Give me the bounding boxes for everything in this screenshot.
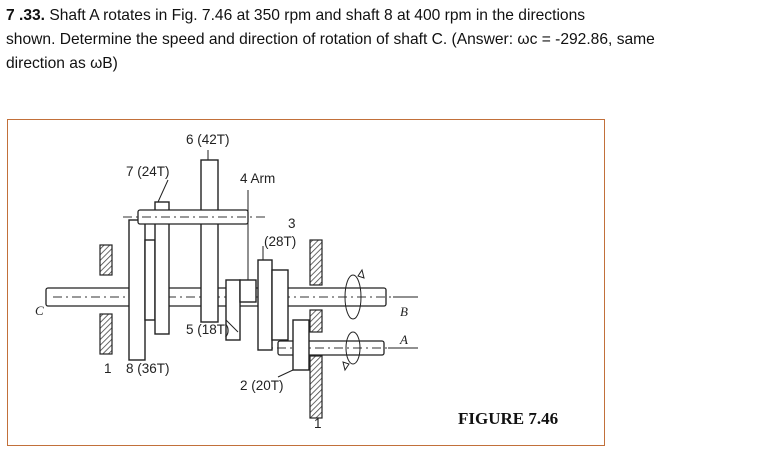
frame-bearing-right-bottom [309,355,323,419]
problem-line-1: 7 .33. Shaft A rotates in Fig. 7.46 at 3… [6,4,771,28]
gear-train-diagram: 6 (42T) 7 (24T) 4 Arm 3 (28T) 5 (18T) 8 … [35,132,558,431]
frame-bearing-right-top [309,239,323,286]
leader-gear-2 [277,369,294,378]
problem-text-1: Shaft A rotates in Fig. 7.46 at 350 rpm … [45,7,586,24]
label-frame-left: 1 [104,361,112,376]
label-gear-2: 2 (20T) [240,378,284,393]
leader-gear-5 [225,319,239,333]
label-shaft-a: A [399,332,408,347]
label-gear-5: 5 (18T) [186,322,230,337]
frame-bearing-left-bottom [99,313,113,355]
figure-title: FIGURE 7.46 [458,409,558,428]
label-arm: 4 Arm [240,171,275,186]
problem-number: 7 .33. [6,7,46,24]
gear-2 [292,319,310,371]
label-shaft-b: B [400,304,408,319]
rotation-arrowhead-a [342,361,350,372]
gear-6 [200,159,219,323]
gear-7 [154,201,170,335]
label-gear-3-teeth: (28T) [264,234,296,249]
arm-4 [239,279,257,303]
frame-bearing-right-mid [309,309,323,333]
label-shaft-c: C [35,303,44,318]
gear-3 [257,259,273,351]
label-gear-3-number: 3 [288,216,296,231]
rotation-arrow-a [345,331,361,365]
gear-3-hub [271,269,289,341]
rotation-arrow-b [344,274,362,320]
gear-8 [128,219,146,361]
label-gear-8: 8 (36T) [126,361,170,376]
figure-frame: 6 (42T) 7 (24T) 4 Arm 3 (28T) 5 (18T) 8 … [7,119,605,446]
problem-line-2: shown. Determine the speed and direction… [6,31,655,48]
label-gear-7: 7 (24T) [126,164,170,179]
problem-line-3: direction as ωB) [6,55,118,72]
gear-5 [225,279,241,341]
label-frame-right: 1 [314,416,322,431]
label-gear-6: 6 (42T) [186,132,230,147]
problem-statement: 7 .33. Shaft A rotates in Fig. 7.46 at 3… [6,4,771,76]
rotation-arrowhead-b [357,268,365,279]
gear-8-hub [144,239,156,321]
leader-gear-7 [157,179,169,203]
frame-bearing-left-top [99,244,113,276]
